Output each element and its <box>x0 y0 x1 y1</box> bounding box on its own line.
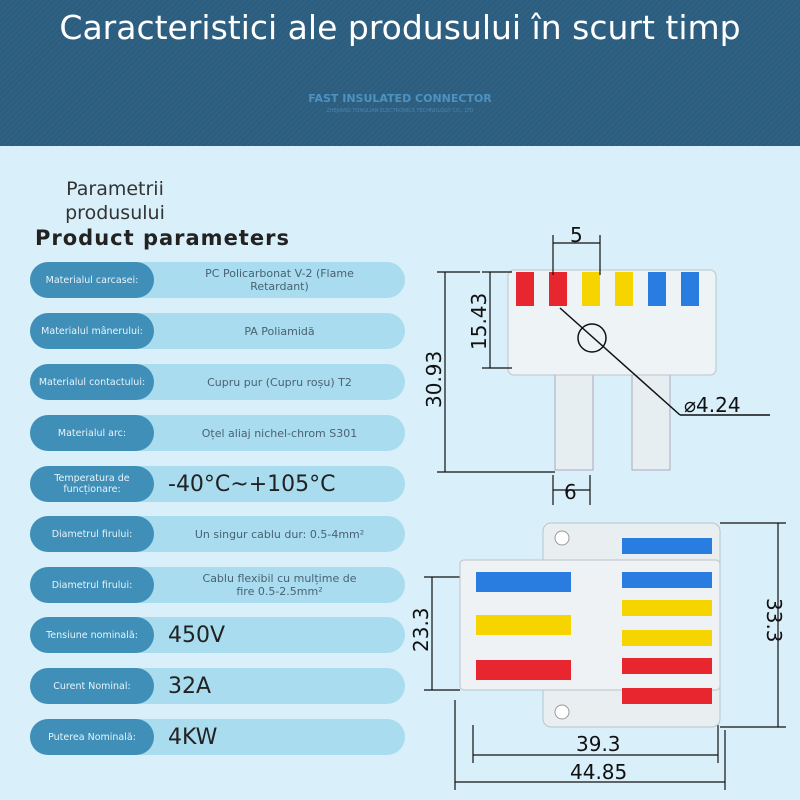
params-title-en: Product parameters <box>35 226 290 250</box>
param-label: Materialul contactului: <box>30 364 154 400</box>
brand-subtitle: ZHEJIANG TONGLIAN ELECTRONICS TECHNOLOGY… <box>326 108 474 114</box>
lever <box>622 630 712 646</box>
param-value: 4KW <box>168 724 218 750</box>
dim-hole: ⌀4.24 <box>684 393 741 417</box>
lever-slot <box>582 272 600 306</box>
dim-side-outer: 33.3 <box>762 598 786 643</box>
param-value: Un singur cablu dur: 0.5-4mm² <box>194 527 365 541</box>
param-row: Materialul contactului: Cupru pur (Cupru … <box>30 364 405 400</box>
lever <box>622 600 712 616</box>
param-value: 32A <box>168 673 212 699</box>
brand-name: FAST INSULATED CONNECTOR <box>308 92 492 105</box>
param-row: Curent Nominal: 32A <box>30 668 405 704</box>
param-row: Puterea Nominală: 4KW <box>30 719 405 755</box>
param-label: Curent Nominal: <box>30 668 154 704</box>
param-row: Materialul mânerului: PA Poliamidă <box>30 313 405 349</box>
param-label: Materialul arc: <box>30 415 154 451</box>
lever-slot <box>681 272 699 306</box>
param-label: Materialul carcasei: <box>30 262 154 298</box>
lever <box>476 660 571 680</box>
dim-pin-width: 6 <box>564 480 577 504</box>
lever <box>622 688 712 704</box>
param-label: Diametrul firului: <box>30 516 154 552</box>
lever-slot <box>516 272 534 306</box>
page-title: Caracteristici ale produsului în scurt t… <box>59 8 741 47</box>
connector-front-view <box>507 269 770 471</box>
dim-length-inner: 39.3 <box>576 732 621 756</box>
param-value: PA Poliamidă <box>244 324 315 338</box>
dim-side-inner: 23.3 <box>409 607 433 652</box>
dim-top-height: 15.43 <box>467 293 491 350</box>
param-value: 450V <box>168 622 226 648</box>
param-row: Tensiune nominală: 450V <box>30 617 405 653</box>
header-banner: Caracteristici ale produsului în scurt t… <box>0 0 800 146</box>
lever-slot <box>549 272 567 306</box>
lever <box>622 572 712 588</box>
param-value: Cablu flexibil cu mulțime de fire 0.5-2.… <box>202 572 357 598</box>
dim-length-outer: 44.85 <box>570 760 627 784</box>
lever <box>476 615 571 635</box>
lever <box>622 538 712 554</box>
param-value: PC Policarbonat V-2 (Flame Retardant) <box>205 267 354 293</box>
lever <box>622 658 712 674</box>
lever-slot <box>648 272 666 306</box>
lever-slot <box>615 272 633 306</box>
param-value: Oțel aliaj nichel-chrom S301 <box>201 426 358 440</box>
param-row: Diametrul firului: Cablu flexibil cu mulț… <box>30 567 405 603</box>
param-row: Temperatura de funcționare: -40°C~+105°C <box>30 466 405 502</box>
params-title-ro: Parametrii produsului <box>65 178 165 224</box>
param-row: Materialul carcasei: PC Policarbonat V-2 … <box>30 262 405 298</box>
param-value: -40°C~+105°C <box>168 471 336 497</box>
dim-total-height: 30.93 <box>422 351 446 408</box>
lever <box>476 572 571 592</box>
dim-top-width: 5 <box>570 223 583 247</box>
param-label: Temperatura de funcționare: <box>30 466 154 502</box>
param-label: Diametrul firului: <box>30 567 154 603</box>
dimension-lines <box>424 235 786 790</box>
param-row: Materialul arc: Oțel aliaj nichel-chrom S… <box>30 415 405 451</box>
param-label: Materialul mânerului: <box>30 313 154 349</box>
param-label: Puterea Nominală: <box>30 719 154 755</box>
param-label: Tensiune nominală: <box>30 617 154 653</box>
param-value: Cupru pur (Cupru roșu) T2 <box>207 375 352 389</box>
param-row: Diametrul firului: Un singur cablu dur: 0… <box>30 516 405 552</box>
connector-top-view <box>459 522 721 728</box>
